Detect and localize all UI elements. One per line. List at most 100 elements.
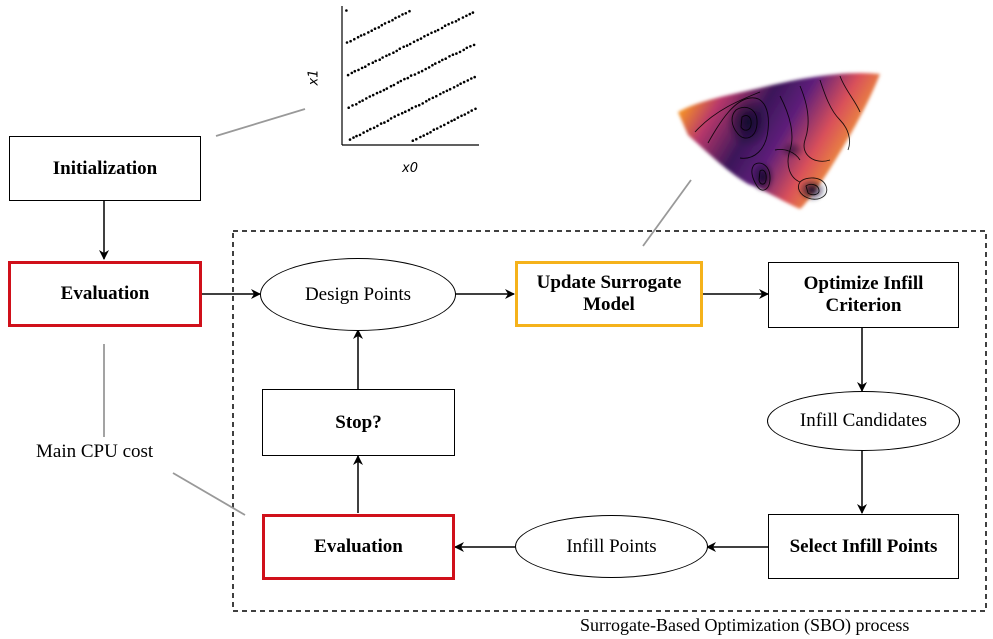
sample-point: [368, 95, 372, 98]
evaluation-outer-box: Evaluation: [8, 261, 202, 327]
sample-point: [362, 131, 365, 134]
sample-point: [453, 118, 456, 121]
sample-point: [347, 106, 351, 109]
sample-point: [406, 76, 410, 80]
sample-point: [369, 127, 372, 131]
sample-point: [397, 113, 400, 117]
sample-point: [412, 40, 416, 44]
sample-point: [385, 87, 389, 90]
sample-point: [457, 18, 461, 21]
sample-point: [424, 67, 428, 71]
select-infill-box: Select Infill Points: [768, 514, 959, 579]
sample-point: [447, 22, 450, 26]
sample-point: [450, 119, 453, 123]
sample-point: [349, 39, 352, 43]
sample-point: [422, 134, 426, 137]
sample-point: [382, 88, 386, 92]
sample-point: [470, 77, 473, 80]
sample-point: [439, 92, 442, 96]
design-points-node: Design Points: [260, 258, 456, 331]
sample-point: [417, 71, 421, 74]
sample-point: [391, 18, 394, 22]
sample-point: [379, 90, 382, 94]
sample-point: [462, 80, 466, 84]
plot-sample-points: [345, 9, 477, 142]
stop-box: Stop?: [262, 389, 455, 456]
sample-point: [427, 98, 431, 101]
stop-label: Stop?: [335, 411, 382, 433]
sample-point: [385, 54, 388, 58]
sample-point: [444, 57, 448, 60]
sample-point: [465, 14, 468, 18]
sample-point: [376, 124, 379, 128]
sample-point: [426, 33, 430, 37]
sample-point: [416, 38, 419, 42]
sample-point: [446, 121, 450, 125]
sample-point: [426, 132, 429, 136]
sample-point: [404, 12, 408, 15]
sample-point: [409, 74, 413, 77]
sample-point: [425, 99, 428, 103]
sample-point: [350, 71, 354, 75]
sample-point: [451, 53, 455, 56]
sample-point: [367, 63, 371, 66]
cpu-cost-annotation: Main CPU cost: [34, 441, 156, 463]
sample-point: [392, 51, 395, 54]
process-caption: Surrogate-Based Optimization (SBO) proce…: [580, 615, 910, 635]
sample-point: [470, 109, 474, 112]
sample-point: [389, 117, 393, 120]
sample-point: [435, 94, 438, 98]
sample-point: [389, 84, 393, 88]
sample-point: [456, 84, 459, 87]
sample-point: [420, 69, 424, 73]
sample-point: [445, 89, 449, 93]
sample-point: [468, 12, 472, 16]
sample-point: [429, 131, 432, 134]
sample-point: [353, 69, 357, 73]
sample-point: [423, 35, 426, 38]
sample-point: [438, 60, 441, 64]
sample-point: [346, 73, 350, 77]
sample-point: [352, 136, 355, 139]
sample-point: [430, 31, 433, 35]
sample-point: [388, 53, 391, 56]
sample-point: [381, 56, 384, 59]
sample-point: [404, 110, 407, 113]
sample-point: [450, 21, 454, 24]
sample-point: [394, 16, 397, 20]
optimize-infill-box: Optimize Infill Criterion: [768, 262, 959, 328]
sample-point: [408, 9, 411, 13]
sample-point: [472, 43, 476, 47]
sample-point: [431, 63, 434, 67]
plot-ylabel: x1: [306, 69, 322, 86]
sample-point: [387, 20, 391, 24]
sample-point: [359, 34, 363, 37]
sample-point: [448, 87, 452, 91]
sample-point: [441, 58, 444, 62]
sample-point: [471, 11, 475, 14]
sample-point: [367, 31, 370, 34]
sample-point: [392, 83, 396, 87]
sample-point: [386, 119, 390, 123]
sample-point: [395, 49, 399, 53]
sample-point: [419, 37, 423, 40]
sample-point: [372, 126, 376, 130]
sample-point: [355, 134, 358, 138]
sample-point: [473, 75, 477, 79]
sample-point: [380, 23, 384, 27]
sample-point: [443, 24, 447, 28]
sample-point: [397, 15, 401, 18]
sample-point: [361, 99, 364, 102]
infill-points-label: Infill Points: [566, 535, 657, 557]
sample-point: [443, 123, 446, 127]
sample-point: [433, 30, 437, 33]
sample-point: [415, 137, 418, 141]
sample-point: [400, 111, 404, 115]
design-points-label: Design Points: [304, 283, 412, 305]
sample-point: [436, 28, 440, 32]
sample-point: [358, 133, 362, 137]
sample-point: [435, 127, 439, 130]
select-infill-label: Select Infill Points: [789, 535, 938, 557]
sample-point: [454, 20, 458, 23]
